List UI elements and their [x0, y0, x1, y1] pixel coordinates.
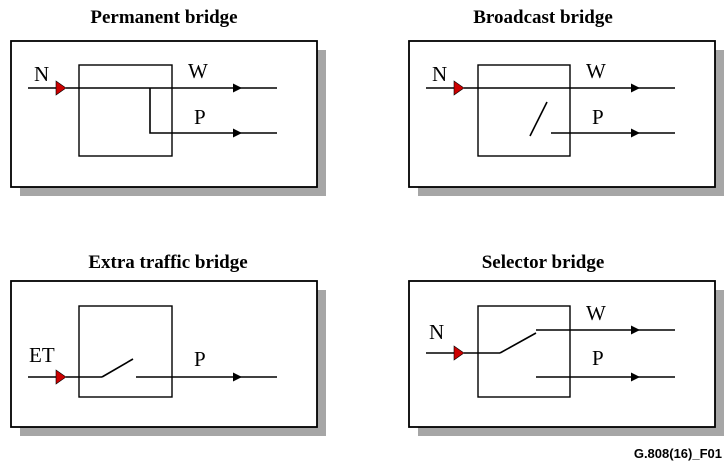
panel-frame: [408, 40, 716, 188]
panel-title: Extra traffic bridge: [88, 252, 247, 273]
output-label-w: W: [586, 301, 606, 325]
output-label-p: P: [194, 347, 206, 371]
input-marker: [55, 369, 67, 385]
protection-line: [149, 88, 242, 138]
output-label-w: W: [188, 59, 208, 83]
panel-frame: [10, 40, 318, 188]
input-label-n: N: [34, 62, 49, 86]
input-marker: [453, 80, 465, 96]
panel-title: Permanent bridge: [90, 7, 237, 28]
bridge-box: [78, 64, 173, 157]
panel-selector-bridge: Selector bridge N W P: [408, 252, 724, 436]
bridge-box: [477, 305, 571, 398]
input-marker: [55, 80, 67, 96]
input-marker: [453, 345, 465, 361]
output-label-p: P: [592, 105, 604, 129]
open-switch: [101, 358, 134, 378]
input-label-n: N: [432, 62, 447, 86]
input-label-n: N: [429, 320, 444, 344]
bridge-box: [477, 64, 571, 157]
panel-broadcast-bridge: Broadcast bridge N W P: [408, 7, 724, 196]
output-label-w: W: [586, 59, 606, 83]
bridge-box: [78, 305, 173, 398]
panel-title: Broadcast bridge: [473, 7, 613, 28]
figure-id: G.808(16)_F01: [634, 446, 722, 461]
open-switch: [529, 101, 548, 137]
panel-title: Selector bridge: [482, 252, 605, 273]
panel-permanent-bridge: Permanent bridge N W P: [10, 7, 326, 196]
panel-frame: [10, 280, 318, 428]
output-label-p: P: [194, 105, 206, 129]
output-label-p: P: [592, 346, 604, 370]
selector-switch: [499, 332, 537, 354]
panel-extra-traffic-bridge: Extra traffic bridge ET P: [10, 252, 326, 436]
input-label-et: ET: [29, 343, 55, 367]
